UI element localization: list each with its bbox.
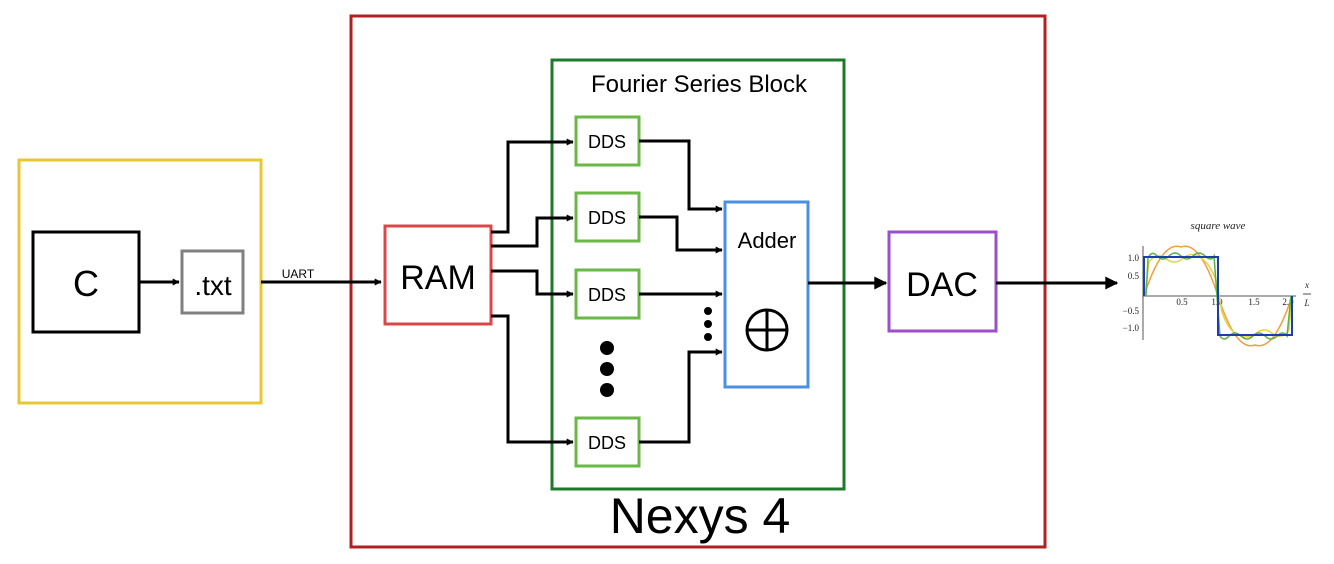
adder-input-ellipsis	[704, 307, 712, 341]
plot-y-tick-4: −1.0	[1123, 323, 1140, 333]
adder-plus-symbol	[745, 308, 789, 352]
ram-block	[383, 224, 493, 326]
plot-x-tick-4: 2.0	[1282, 297, 1294, 307]
plot-x-tick-1: 0.5	[1176, 297, 1188, 307]
dds-label-2: DDS	[588, 208, 626, 228]
adder-label: Adder	[738, 228, 797, 253]
dds-block-1	[574, 115, 641, 167]
fourier-series-block	[550, 58, 846, 491]
square-wave-plot: square wave 1.0 0.5 −0.5 −1.0 0.5 1.0 1.…	[1123, 220, 1311, 347]
dds-label-1: DDS	[588, 132, 626, 152]
dac-block	[887, 230, 998, 333]
dds-block-2	[574, 191, 641, 243]
dds-label-4: DDS	[588, 433, 626, 453]
plot-x-label-top: x	[1304, 280, 1309, 290]
dds-ellipsis	[600, 341, 614, 397]
ram-label: RAM	[400, 259, 476, 297]
txt-file-block	[180, 249, 245, 315]
c-program-label: C	[73, 263, 99, 304]
dac-label: DAC	[906, 266, 978, 304]
plot-y-tick-1: 1.0	[1128, 253, 1140, 263]
dds-label-3: DDS	[588, 285, 626, 305]
dds-to-adder-wires	[639, 139, 723, 444]
plot-x-label-bottom: L	[1303, 298, 1309, 308]
adder-block	[723, 200, 810, 389]
c-program-block	[31, 230, 141, 334]
board-name-label: Nexys 4	[610, 488, 791, 544]
plot-y-tick-3: −0.5	[1123, 306, 1140, 316]
fourier-block-title: Fourier Series Block	[591, 71, 808, 98]
plot-square-wave	[1143, 256, 1293, 336]
txt-file-label: .txt	[194, 270, 232, 301]
dds-block-3	[574, 268, 641, 320]
uart-link-label: UART	[282, 267, 315, 281]
ram-to-dds-wires	[491, 138, 574, 446]
plot-title: square wave	[1191, 220, 1246, 232]
plot-x-tick-3: 1.5	[1248, 297, 1260, 307]
plot-y-tick-2: 0.5	[1128, 271, 1140, 281]
